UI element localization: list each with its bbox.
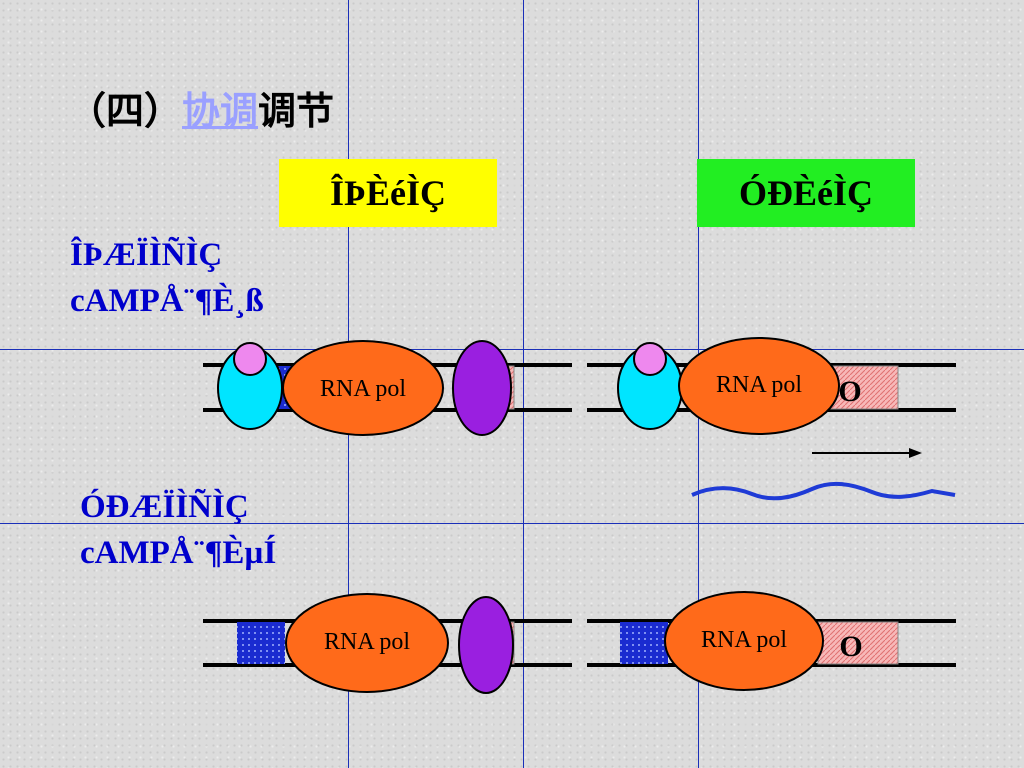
panel-lactose-low-camp: O RNA pol [587,591,956,691]
arrow-head-icon [909,448,922,458]
grid-line-vertical [523,0,524,768]
mrna-transcript [691,481,956,501]
repressor-protein [458,596,514,694]
promoter-region [237,622,285,664]
title-suffix: 调节 [258,89,335,133]
low-camp-condition: ÓÐÆÏÌÑÌÇ cAMPÅ¨¶ÈµÍ [80,484,276,576]
panel-no-lactose-high-camp: RNA pol [203,340,572,436]
rna-polymerase [664,591,824,691]
repressor-protein [452,340,512,436]
no-lactose-label: ÎÞÈéÌÇ [279,159,497,227]
operator-region [817,621,899,665]
operator-label: O [838,375,861,408]
panel-lactose-high-camp: O RNA pol [587,337,956,501]
camp-molecule [633,342,667,376]
rna-polymerase [678,337,840,435]
condition-glucose-label: ÎÞÆÏÌÑÌÇ [70,237,223,273]
lactose-label: ÓÐÈéÌÇ [697,159,915,227]
title-link[interactable]: 协调 [182,89,259,133]
condition-camp-label: cAMPÅ¨¶ÈµÍ [80,535,277,571]
rna-pol-label: RNA pol [320,376,406,402]
rna-pol-label: RNA pol [324,629,410,655]
grid-line-horizontal [0,523,1024,524]
condition-glucose-label: ÓÐÆÏÌÑÌÇ [80,489,249,525]
rna-polymerase [282,340,444,436]
slide-title: （四）协调调节 [68,80,334,135]
rna-polymerase [285,593,449,693]
promoter-region [620,622,668,664]
title-prefix: （四） [68,89,183,133]
rna-pol-label: RNA pol [716,372,802,398]
panel-no-lactose-low-camp: RNA pol [203,593,572,694]
camp-molecule [233,342,267,376]
rna-pol-label: RNA pol [701,627,787,653]
condition-camp-label: cAMPÅ¨¶È¸ß [70,283,264,319]
operator-label: O [839,630,862,663]
grid-line-horizontal [0,349,1024,350]
high-camp-condition: ÎÞÆÏÌÑÌÇ cAMPÅ¨¶È¸ß [70,232,264,324]
